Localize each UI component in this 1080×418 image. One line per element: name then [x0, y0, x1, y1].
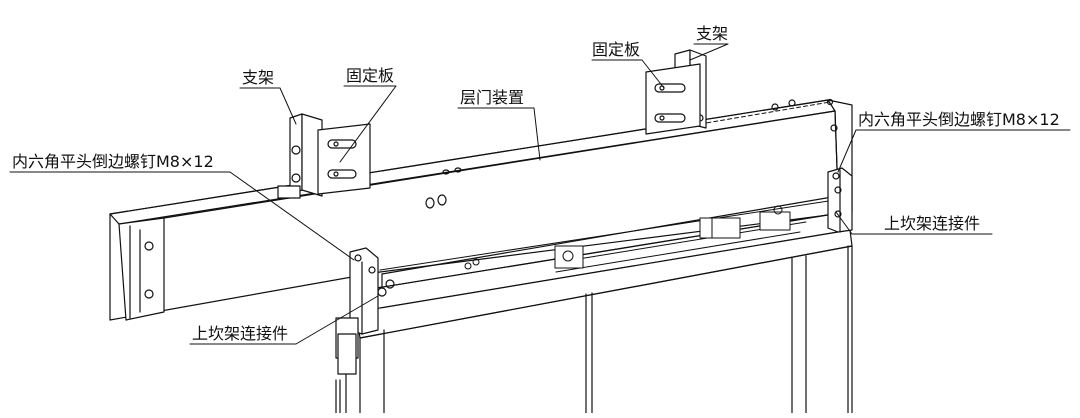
left-bracket	[278, 114, 322, 198]
label-bracket-left: 支架	[242, 68, 275, 87]
leader-lines	[10, 44, 1070, 344]
label-landing-door-device: 层门装置	[460, 88, 525, 107]
door-mechanism	[380, 102, 835, 272]
label-connector-left: 上坎架连接件	[192, 324, 289, 343]
label-fixing-plate-left: 固定板	[346, 66, 395, 85]
label-fixing-plate-right: 固定板	[592, 40, 641, 59]
right-fixing-plate	[646, 64, 700, 134]
left-fixing-plate	[318, 124, 370, 194]
label-bracket-right: 支架	[696, 24, 729, 43]
label-connector-right: 上坎架连接件	[884, 214, 981, 233]
top-surface-holes	[426, 100, 837, 209]
door-panels	[336, 246, 852, 413]
label-screw-right: 内六角平头倒边螺钉M8×12	[858, 110, 1060, 129]
label-screw-left: 内六角平头倒边螺钉M8×12	[12, 152, 214, 171]
right-connector	[828, 168, 852, 232]
